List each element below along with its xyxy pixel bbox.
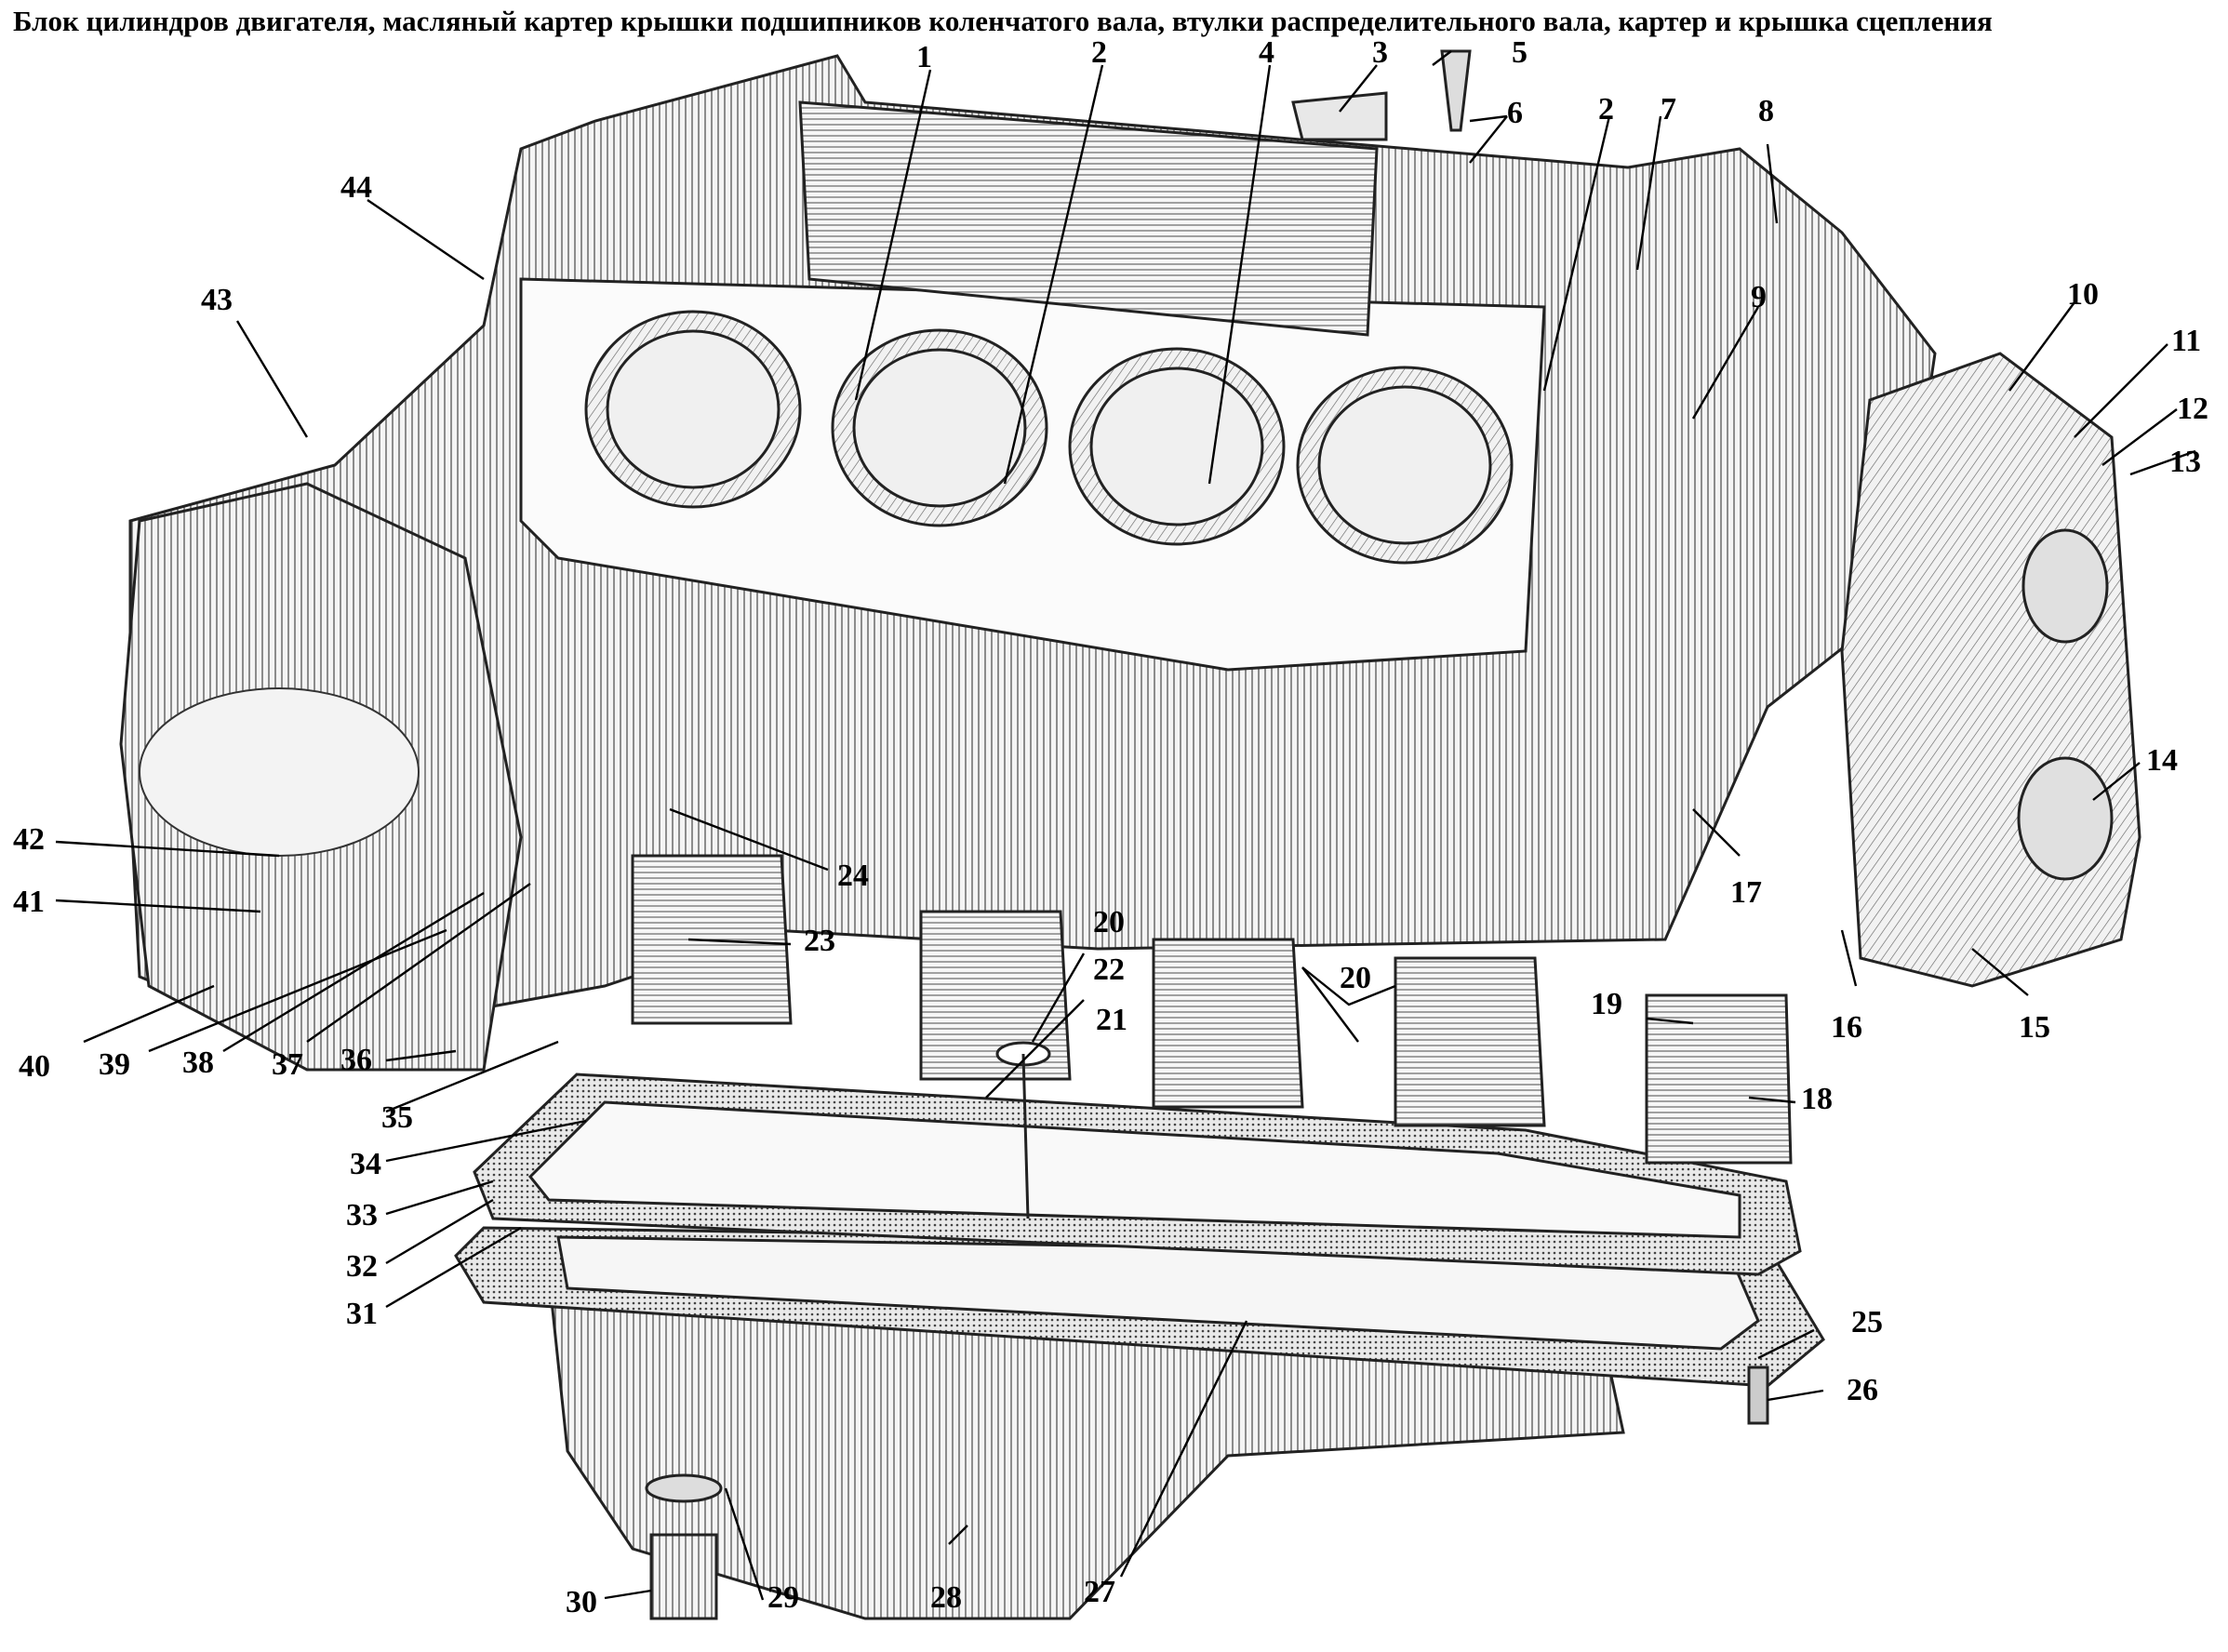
callout-18: 18 <box>1801 1082 1833 1116</box>
callout-16: 16 <box>1831 1010 1862 1045</box>
callout-27: 27 <box>1084 1575 1115 1609</box>
main-bearing-caps <box>631 854 1793 1165</box>
callout-28: 28 <box>930 1580 962 1615</box>
callout-39: 39 <box>99 1047 130 1082</box>
callout-4: 4 <box>1259 35 1274 70</box>
callout-13: 13 <box>2169 445 2201 479</box>
oil-pan <box>454 1226 1825 1620</box>
callout-10: 10 <box>2067 277 2099 312</box>
callout-20a: 20 <box>1093 905 1125 939</box>
callout-23: 23 <box>804 924 835 958</box>
callout-3: 3 <box>1372 35 1388 70</box>
callout-25: 25 <box>1851 1305 1883 1339</box>
callout-1: 1 <box>916 40 932 74</box>
callout-22: 22 <box>1093 953 1125 987</box>
timing-gear-cover <box>1840 352 2141 988</box>
callout-33: 33 <box>346 1198 378 1232</box>
callout-19: 19 <box>1591 987 1622 1021</box>
clutch-housing <box>119 482 523 1072</box>
callout-12: 12 <box>2177 392 2208 426</box>
callout-24: 24 <box>837 859 869 893</box>
callout-44: 44 <box>340 170 372 205</box>
callout-34: 34 <box>350 1147 381 1181</box>
callout-17: 17 <box>1730 875 1762 910</box>
callout-21: 21 <box>1096 1003 1127 1037</box>
callout-9: 9 <box>1751 280 1767 314</box>
callout-35: 35 <box>381 1100 413 1135</box>
callout-numbers: 1 2 4 3 5 6 2 7 8 9 10 11 12 13 14 15 16… <box>13 35 2208 1619</box>
callout-15: 15 <box>2019 1010 2050 1045</box>
callout-31: 31 <box>346 1297 378 1331</box>
diagram-title: Блок цилиндров двигателя, масляный карте… <box>13 5 1993 37</box>
callout-37: 37 <box>272 1047 303 1082</box>
callout-7: 7 <box>1661 92 1676 127</box>
callout-20b: 20 <box>1340 961 1371 995</box>
callout-leaders <box>55 50 2196 1601</box>
callout-14: 14 <box>2146 743 2178 778</box>
oil-pan-gasket <box>473 1072 1802 1276</box>
callout-40: 40 <box>19 1049 50 1084</box>
callout-38: 38 <box>182 1046 214 1080</box>
callout-32: 32 <box>346 1249 378 1284</box>
callout-8: 8 <box>1758 94 1774 128</box>
loose-parts <box>645 49 1769 1620</box>
callout-29: 29 <box>767 1580 799 1615</box>
callout-2: 2 <box>1091 35 1107 70</box>
callout-26: 26 <box>1847 1373 1878 1407</box>
callout-11: 11 <box>2171 324 2201 358</box>
callout-2b: 2 <box>1598 92 1614 127</box>
callout-42: 42 <box>13 822 45 857</box>
cylinder-bores <box>584 310 1514 565</box>
callout-36: 36 <box>340 1043 372 1077</box>
callout-41: 41 <box>13 885 45 919</box>
callout-5: 5 <box>1512 35 1528 70</box>
callout-6: 6 <box>1507 96 1523 130</box>
callout-30: 30 <box>566 1585 597 1619</box>
callout-43: 43 <box>201 283 233 317</box>
